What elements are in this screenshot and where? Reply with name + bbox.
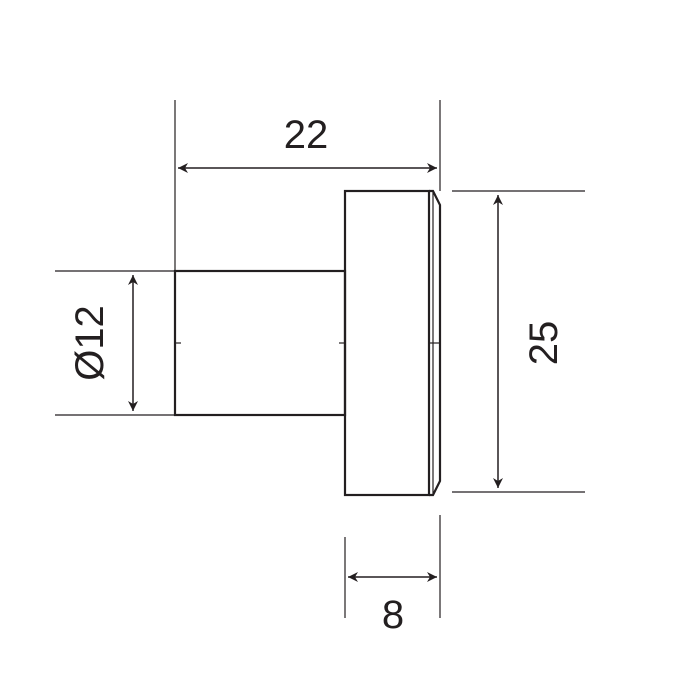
knob-outline bbox=[173, 189, 442, 497]
label-shaft-diameter: Ø12 bbox=[68, 305, 112, 381]
label-head-diameter: 25 bbox=[522, 321, 566, 366]
extension-lines bbox=[55, 100, 585, 618]
head bbox=[343, 189, 431, 497]
label-overall-length: 22 bbox=[284, 113, 329, 157]
label-head-thickness: 8 bbox=[382, 593, 404, 637]
dimension-lines bbox=[128, 163, 503, 582]
shaft bbox=[173, 269, 347, 417]
